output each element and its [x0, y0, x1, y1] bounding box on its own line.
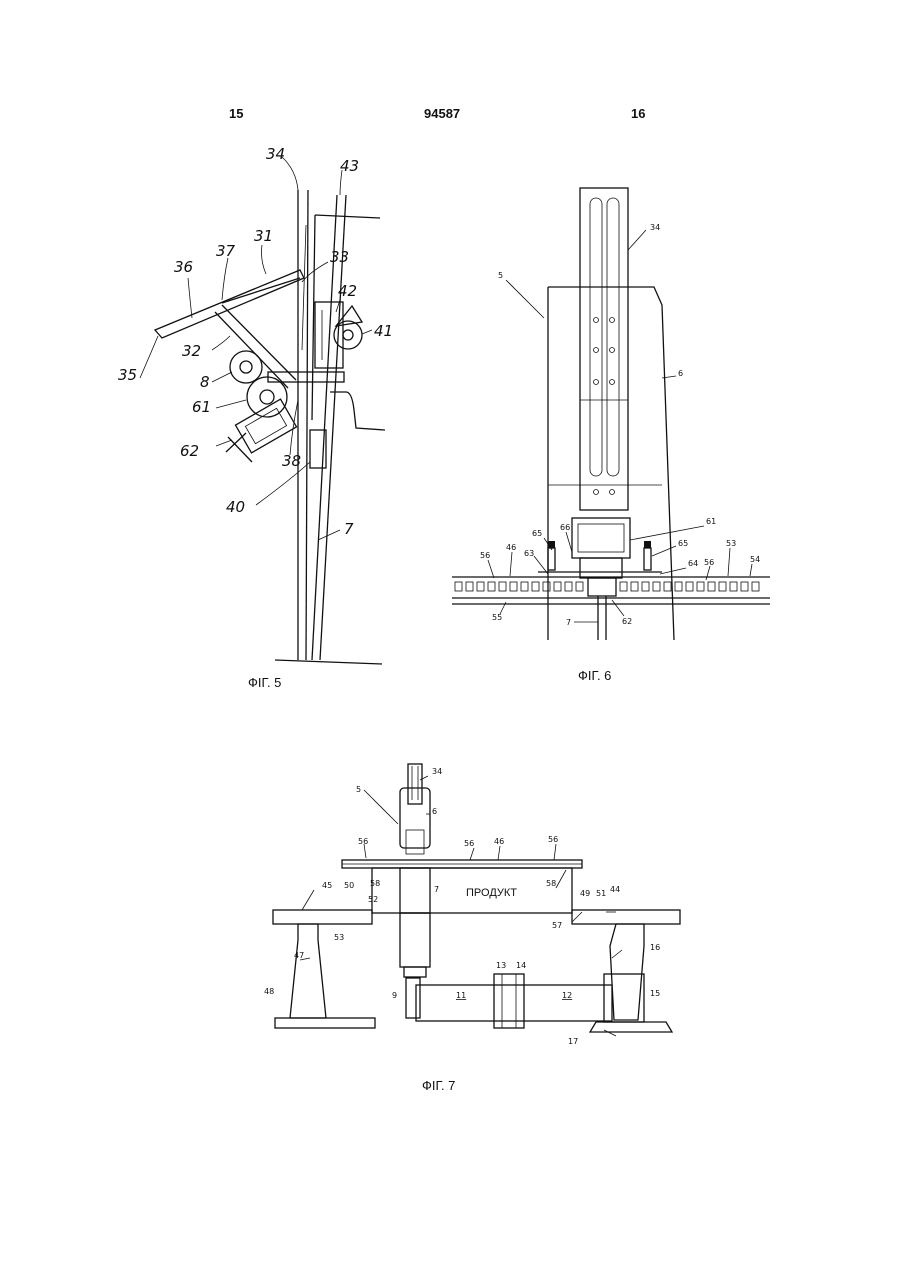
fig7-label-16: 16	[650, 943, 660, 952]
fig7-label-56a: 56	[358, 837, 368, 846]
fig6-label-46: 46	[506, 543, 516, 552]
fig6-label-56b: 56	[704, 558, 714, 567]
fig6-label-62: 62	[622, 617, 632, 626]
fig6-label-34: 34	[650, 223, 660, 232]
figure-7-drawing: 34 5 6 56 56 46 56 45 50 58 52 53 58 7 4…	[264, 764, 680, 1046]
fig7-caption: ФІГ. 7	[422, 1078, 455, 1093]
fig7-label-5: 5	[356, 785, 361, 794]
fig5-label-36: 36	[174, 258, 193, 276]
fig7-label-46: 46	[494, 837, 504, 846]
fig7-label-9: 9	[392, 991, 397, 1000]
fig7-label-45: 45	[322, 881, 332, 890]
fig6-label-7: 7	[566, 618, 571, 627]
fig6-label-61: 61	[706, 517, 716, 526]
fig6-label-65b: 65	[678, 539, 688, 548]
fig7-label-11: 11	[456, 991, 466, 1000]
fig6-label-54: 54	[750, 555, 760, 564]
fig5-label-32: 32	[182, 342, 201, 360]
figure-6-drawing: 34 5 6 61 65 66 65 63 64 56 46 56 53 54 …	[452, 188, 770, 640]
fig7-label-58b: 58	[546, 879, 556, 888]
fig5-label-33: 33	[330, 248, 349, 266]
fig6-label-66: 66	[560, 523, 570, 532]
fig7-product-label: ПРОДУКТ	[466, 887, 517, 899]
fig7-label-17: 17	[568, 1037, 578, 1046]
fig7-label-15: 15	[650, 989, 660, 998]
fig7-label-53: 53	[334, 933, 344, 942]
fig7-label-48: 48	[264, 987, 274, 996]
fig5-label-43: 43	[340, 157, 359, 175]
figure-5-drawing: 34 43 31 37 36 33 42 41 35 32 8 61 62 38…	[118, 145, 393, 664]
fig6-label-65a: 65	[532, 529, 542, 538]
fig7-label-56b: 56	[464, 839, 474, 848]
fig7-label-57: 57	[552, 921, 562, 930]
fig6-label-56a: 56	[480, 551, 490, 560]
fig6-label-53: 53	[726, 539, 736, 548]
fig6-label-64: 64	[688, 559, 698, 568]
fig7-label-12: 12	[562, 991, 572, 1000]
fig7-label-6: 6	[432, 807, 437, 816]
fig5-label-31: 31	[254, 227, 273, 245]
fig7-label-56c: 56	[548, 835, 558, 844]
fig7-label-14: 14	[516, 961, 526, 970]
fig5-label-42: 42	[338, 282, 357, 300]
conveyor-links	[455, 582, 759, 591]
fig5-label-35: 35	[118, 366, 137, 384]
fig5-label-7: 7	[344, 520, 354, 538]
fig5-label-41: 41	[374, 322, 393, 340]
fig6-label-63: 63	[524, 549, 534, 558]
fig7-label-52: 52	[368, 895, 378, 904]
fig7-label-7: 7	[434, 885, 439, 894]
fig7-label-49: 49	[580, 889, 590, 898]
fig5-label-40: 40	[226, 498, 245, 516]
fig7-label-13: 13	[496, 961, 506, 970]
fig7-label-47: 47	[294, 951, 304, 960]
fig5-label-38: 38	[282, 452, 301, 470]
fig5-label-34: 34	[266, 145, 285, 163]
fig6-caption: ФІГ. 6	[578, 668, 611, 683]
fig7-label-58a: 58	[370, 879, 380, 888]
fig7-label-51: 51	[596, 889, 606, 898]
fig6-label-55: 55	[492, 613, 502, 622]
fig6-label-5: 5	[498, 271, 503, 280]
fig5-label-37: 37	[216, 242, 236, 260]
fig7-label-44: 44	[610, 885, 620, 894]
fig5-label-8: 8	[200, 373, 210, 391]
fig6-label-6: 6	[678, 369, 683, 378]
fig5-caption: ФІГ. 5	[248, 675, 281, 690]
fig5-label-62: 62	[180, 442, 199, 460]
fig7-label-50: 50	[344, 881, 354, 890]
fig5-label-61: 61	[192, 398, 211, 416]
fig7-label-34: 34	[432, 767, 442, 776]
